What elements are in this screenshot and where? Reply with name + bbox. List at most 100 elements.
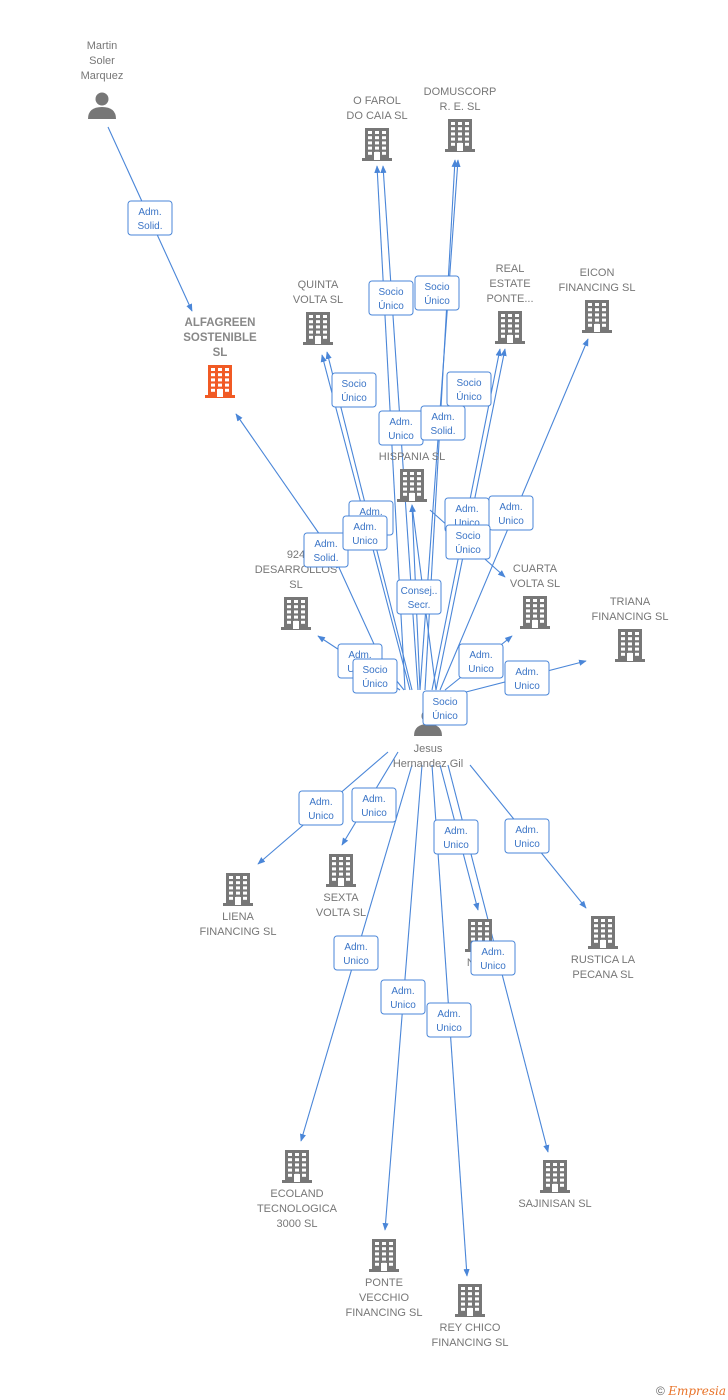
edge-label-box — [504, 818, 550, 854]
edge-label-jesus-to-ofarol[interactable]: Adm.Unico — [378, 410, 424, 446]
building-icon — [582, 300, 612, 333]
building-icon — [455, 1284, 485, 1317]
node-label: DOMUSCORP — [424, 86, 497, 98]
edge-label-text: Adm. — [469, 650, 492, 661]
edge-label-text: Adm. — [444, 826, 467, 837]
edge-label-box — [470, 940, 516, 976]
copyright-symbol: © — [656, 1384, 665, 1398]
building-icon — [281, 597, 311, 630]
edge-label-box — [342, 515, 388, 551]
edge-label-text: Único — [341, 391, 367, 404]
node-label: REY CHICO — [440, 1322, 501, 1334]
node-hispania[interactable]: HISPANIA SL — [379, 451, 445, 502]
edge-label-box — [351, 787, 397, 823]
building-icon — [282, 1150, 312, 1183]
building-icon — [223, 873, 253, 906]
edge-label-jesus-to-ecoland[interactable]: Adm.Unico — [333, 935, 379, 971]
edge-label-jesus-to-desarrollos[interactable]: Adm. Unico — [342, 515, 388, 551]
node-label: TRIANA — [610, 596, 651, 608]
building-icon — [445, 119, 475, 152]
edge-label-box — [333, 935, 379, 971]
node-label: PONTE — [365, 1277, 403, 1289]
node-label: Martin — [87, 40, 118, 52]
edge-label-box — [426, 1002, 472, 1038]
edge-label-text: Unico — [388, 431, 414, 442]
edge-label-jesus-to-nine[interactable]: Adm.Unico — [433, 819, 479, 855]
node-label: Marquez — [81, 70, 124, 82]
edge-label-text: Socio — [362, 665, 387, 676]
building-icon — [520, 596, 550, 629]
node-label: SEXTA — [323, 892, 359, 904]
edge-label-text: Adm. — [138, 207, 161, 218]
edge-label-text: Adm. — [481, 947, 504, 958]
node-label: Hernandez Gil — [393, 758, 463, 770]
edge-label-text: Único — [362, 677, 388, 690]
node-label: 3000 SL — [277, 1218, 318, 1230]
building-icon — [326, 854, 356, 887]
node-sajinisan[interactable]: SAJINISAN SL — [518, 1160, 592, 1210]
node-realestate[interactable]: REALESTATEPONTE... — [486, 263, 534, 344]
edge-label-jesus-to-triana[interactable]: Adm.Unico — [504, 660, 550, 696]
building-icon — [303, 312, 333, 345]
edge-label-text: Adm. — [353, 522, 376, 533]
edge-label-text: Socio — [424, 282, 449, 293]
node-label: VECCHIO — [359, 1292, 410, 1304]
node-label: FINANCING SL — [199, 926, 276, 938]
edge-label-box — [433, 819, 479, 855]
edge-label-box — [368, 280, 414, 316]
edge-label-martin-to-alfagreen[interactable]: Adm.Solid. — [127, 200, 173, 236]
edge-label-jesus-to-sexta[interactable]: Adm.Unico — [351, 787, 397, 823]
edge-label-text: Unico — [352, 536, 378, 547]
edge-label-text: Unico — [454, 518, 480, 529]
edge-label-jesus-to-liena[interactable]: Adm.Unico — [298, 790, 344, 826]
node-label: LIENA — [222, 911, 254, 923]
node-label: HISPANIA SL — [379, 451, 445, 463]
node-label: ESTATE — [489, 278, 530, 290]
node-liena[interactable]: LIENA FINANCING SL — [199, 873, 277, 938]
edge-label-jesus-to-domuscorp[interactable]: Adm.Solid. — [420, 405, 466, 441]
node-label: R. E. SL — [440, 101, 481, 113]
edge-label-jesus-to-reychico[interactable]: Adm.Unico — [426, 1002, 472, 1038]
edge-label-text: Adm. — [437, 1009, 460, 1020]
edge-label-text: Único — [378, 299, 404, 312]
edge-label-jesus-to-rustica[interactable]: Adm.Unico — [504, 818, 550, 854]
edge-label-jesus-to-sajinisan[interactable]: Adm.Unico — [470, 940, 516, 976]
edge-label-jesus-to-ponte[interactable]: Adm.Unico — [380, 979, 426, 1015]
edge-label-jesus-to-eicon[interactable]: Adm.Unico — [488, 495, 534, 531]
edge-label-jesus-to-cuarta[interactable]: Adm.Unico — [458, 643, 504, 679]
node-label: FINANCING SL — [558, 282, 635, 294]
edge-label-jesus-to-alfagreen[interactable]: Adm.Solid. — [303, 532, 349, 568]
edge-label-box — [380, 979, 426, 1015]
edge-label-text: Adm. — [499, 502, 522, 513]
edge-label-text: Único — [424, 294, 450, 307]
node-label: DO CAIA SL — [346, 110, 407, 122]
node-label: 924 — [287, 549, 305, 561]
edge-label-jesus-to-hispania[interactable]: Consej..Secr. — [396, 579, 442, 615]
edge-label-text: Unico — [343, 956, 369, 967]
edge-label-box — [352, 658, 398, 694]
brand-logo-text[interactable]: Empresia — [668, 1384, 726, 1398]
node-domuscorp[interactable]: DOMUSCORP R. E. SL — [424, 86, 497, 152]
edge-label-text: Único — [456, 390, 482, 403]
node-label: SOSTENIBLE — [183, 332, 257, 344]
